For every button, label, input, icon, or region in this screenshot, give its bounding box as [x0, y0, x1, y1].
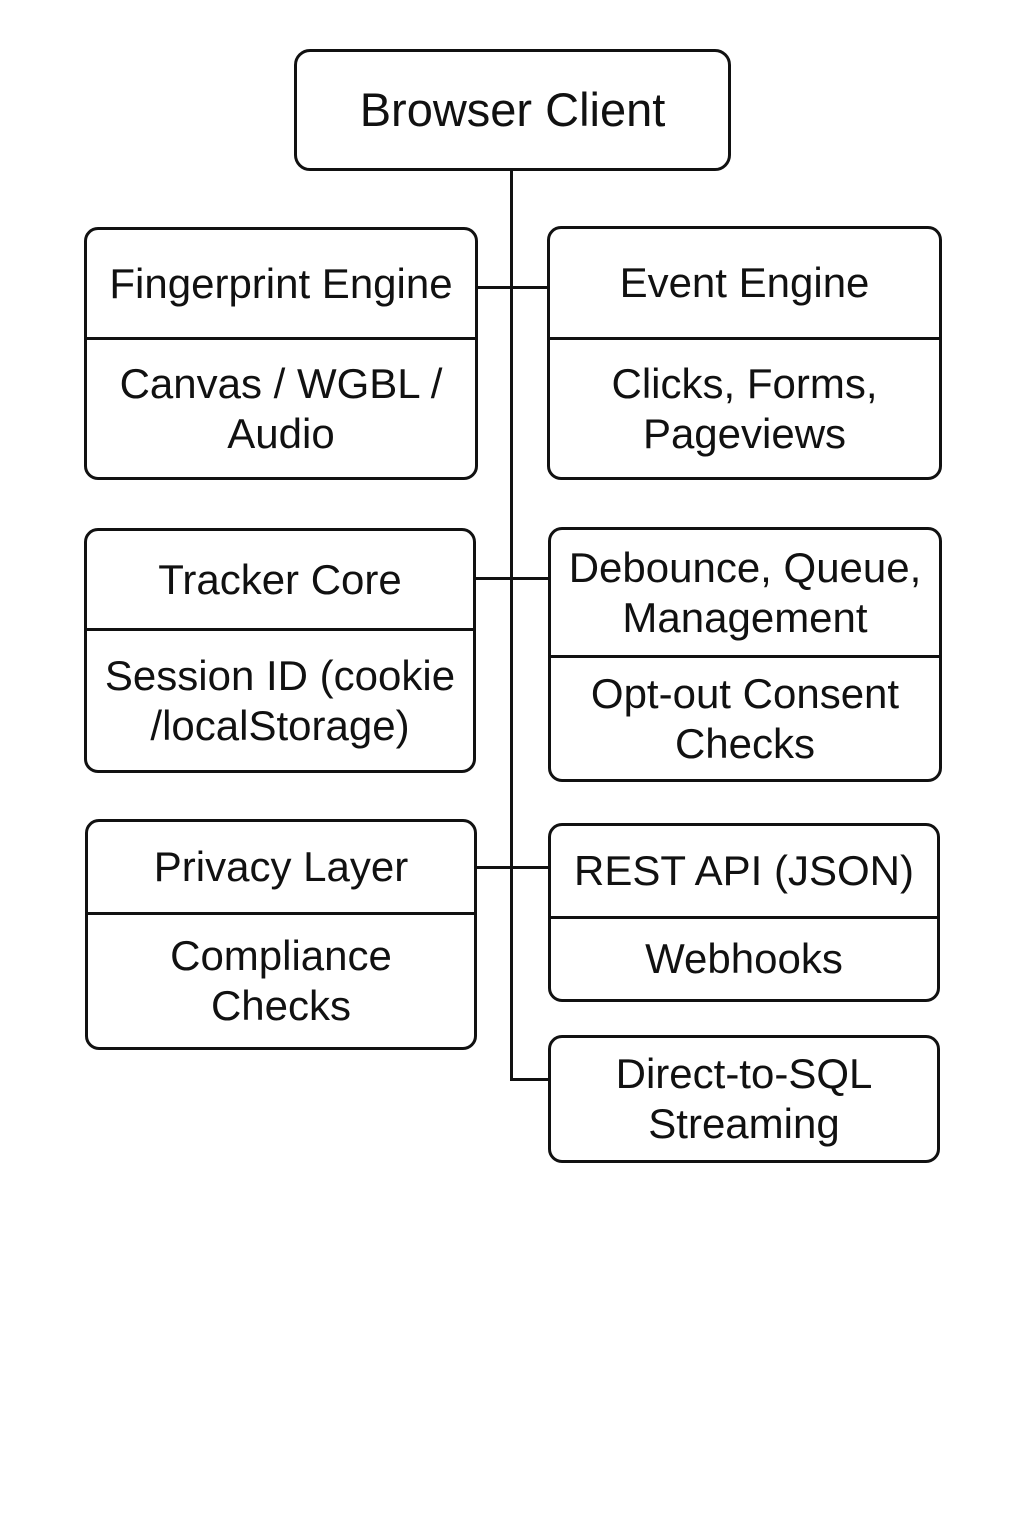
node-rest-api-body: Webhooks — [645, 935, 843, 983]
node-fingerprint-engine-header: Fingerprint Engine — [87, 230, 475, 340]
connector-tracker-debounce — [476, 577, 548, 580]
node-tracker-core: Tracker Core Session ID (cookie /localSt… — [84, 528, 476, 773]
node-event-engine-header: Event Engine — [550, 229, 939, 340]
node-fingerprint-engine-body: Canvas / WGBL / Audio — [119, 359, 443, 457]
node-debounce-queue-management-header: Debounce, Queue, Management — [551, 530, 939, 658]
node-debounce-queue-management: Debounce, Queue, Management Opt-out Cons… — [548, 527, 942, 782]
node-event-engine: Event Engine Clicks, Forms, Pageviews — [547, 226, 942, 480]
node-rest-api: REST API (JSON) Webhooks — [548, 823, 940, 1002]
node-browser-client: Browser Client — [294, 49, 731, 171]
node-tracker-core-header: Tracker Core — [87, 531, 473, 631]
node-privacy-layer: Privacy Layer Compliance Checks — [85, 819, 477, 1050]
node-browser-client-label: Browser Client — [359, 83, 666, 137]
connector-privacy-rest — [477, 866, 548, 869]
node-privacy-layer-header: Privacy Layer — [88, 822, 474, 915]
node-fingerprint-engine: Fingerprint Engine Canvas / WGBL / Audio — [84, 227, 478, 480]
node-event-engine-body: Clicks, Forms, Pageviews — [611, 359, 878, 457]
connector-fingerprint-event — [478, 286, 547, 289]
connector-spine-vertical — [510, 170, 513, 1081]
node-tracker-core-body: Session ID (cookie /localStorage) — [104, 651, 456, 749]
node-privacy-layer-body: Compliance Checks — [170, 932, 392, 1029]
node-direct-to-sql-streaming-label: Direct-to-SQL Streaming — [615, 1050, 873, 1147]
connector-direct-elbow — [510, 1078, 548, 1081]
node-direct-to-sql-streaming: Direct-to-SQL Streaming — [548, 1035, 940, 1163]
node-debounce-queue-management-body: Opt-out Consent Checks — [590, 669, 900, 767]
node-rest-api-header: REST API (JSON) — [551, 826, 937, 919]
